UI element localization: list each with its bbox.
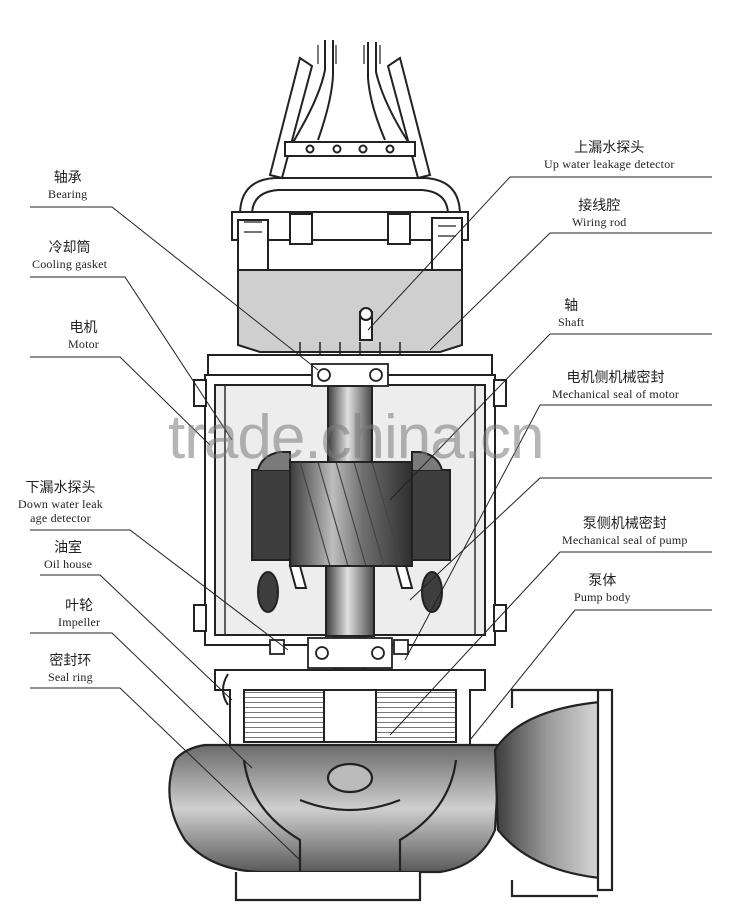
label-cooling-gasket-en: Cooling gasket [32,257,108,271]
pump-outlet [493,688,614,898]
lower-bearing [269,637,409,669]
label-seal-ring: 密封环 Seal ring [48,654,93,684]
label-down-water-leak: 下漏水探头 Down water leak age detector [18,481,103,525]
label-mech-seal-motor-en: Mechanical seal of motor [552,387,680,401]
label-mech-seal-motor-zh: 电机侧机械密封 [566,371,665,386]
label-impeller-en: Impeller [58,615,101,629]
oil-chamber [214,669,486,746]
label-pump-body-en: Pump body [574,590,631,604]
label-seal-ring-zh: 密封环 [49,654,92,669]
label-wiring-rod-en: Wiring rod [572,215,627,229]
label-motor-en: Motor [68,337,99,351]
pump-volute [168,743,502,902]
label-wiring-rod-zh: 接线腔 [578,199,621,214]
label-oil-house: 油室 Oil house [44,541,93,571]
label-pump-body-zh: 泵体 [588,574,617,589]
label-motor-zh: 电机 [69,321,98,336]
label-oil-house-zh: 油室 [54,541,83,556]
rotor [289,461,413,567]
label-bearing-en: Bearing [48,187,88,201]
upper-bearing [311,363,389,387]
lifting-frame [239,56,461,216]
label-shaft: 轴 Shaft [558,299,585,329]
label-down-water-leak-en2: age detector [30,511,91,525]
label-cooling-gasket-zh: 冷却筒 [48,241,91,256]
label-bearing: 轴承 Bearing [48,171,88,201]
label-shaft-en: Shaft [558,315,585,329]
label-impeller-zh: 叶轮 [65,599,94,614]
wiring-chamber [237,269,463,356]
label-impeller: 叶轮 Impeller [58,599,101,629]
label-seal-ring-en: Seal ring [48,670,93,684]
label-mech-seal-pump-en: Mechanical seal of pump [562,533,688,547]
label-up-water-leak-en: Up water leakage detector [544,157,675,171]
leader-lines [30,176,712,861]
label-motor: 电机 Motor [68,321,99,351]
label-mech-seal-motor: 电机侧机械密封 Mechanical seal of motor [552,371,680,401]
label-mech-seal-pump: 泵侧机械密封 Mechanical seal of pump [562,517,688,547]
label-down-water-leak-zh: 下漏水探头 [25,481,96,496]
power-cables [289,40,413,149]
watermark-text: trade.china.cn [168,403,544,472]
label-up-water-leak: 上漏水探头 Up water leakage detector [544,141,675,171]
label-shaft-zh: 轴 [564,299,579,314]
label-down-water-leak-en: Down water leak [18,497,103,511]
label-oil-house-en: Oil house [44,557,93,571]
label-pump-body: 泵体 Pump body [574,574,631,604]
top-cover [231,211,469,271]
label-wiring-rod: 接线腔 Wiring rod [572,199,627,229]
label-bearing-zh: 轴承 [53,171,82,186]
label-cooling-gasket: 冷却筒 Cooling gasket [32,241,108,271]
label-mech-seal-pump-zh: 泵侧机械密封 [582,517,667,532]
label-up-water-leak-zh: 上漏水探头 [574,141,645,156]
